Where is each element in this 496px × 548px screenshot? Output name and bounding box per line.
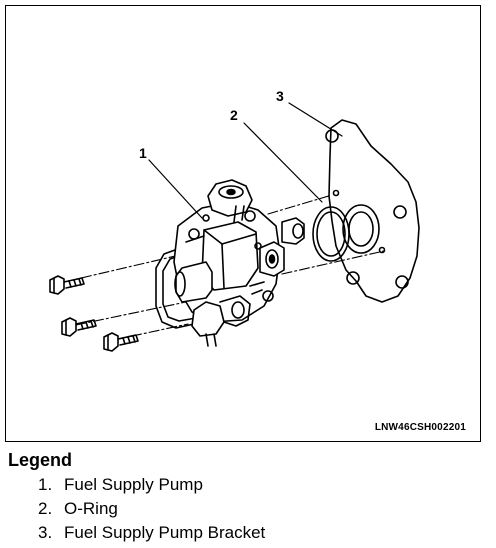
legend-list: 1. Fuel Supply Pump 2. O-Ring 3. Fuel Suppl… xyxy=(38,474,265,546)
alignment-line-bracket-bottom xyxy=(281,250,385,275)
fuel-supply-pump xyxy=(155,179,305,347)
legend-item: 3. Fuel Supply Pump Bracket xyxy=(38,522,265,546)
exploded-diagram: 1 2 3 xyxy=(49,88,420,352)
legend-item-number: 2. xyxy=(38,499,53,518)
callout-3: 3 xyxy=(276,88,284,104)
callout-3-leader xyxy=(288,102,343,137)
legend-item: 1. Fuel Supply Pump xyxy=(38,474,265,498)
bolt-top xyxy=(49,275,85,295)
figure-code: LNW46CSH002201 xyxy=(374,422,466,433)
legend-item-number: 1. xyxy=(38,475,53,494)
callout-2-leader xyxy=(243,122,323,203)
legend-item-label: O-Ring xyxy=(64,499,118,518)
legend-item-number: 3. xyxy=(38,523,53,542)
alignment-line-bracket-top xyxy=(267,194,333,215)
bolt-bottom xyxy=(103,332,139,352)
alignment-line-top xyxy=(63,253,185,283)
legend-item-label: Fuel Supply Pump Bracket xyxy=(64,523,266,542)
legend-item-label: Fuel Supply Pump xyxy=(64,475,203,494)
fuel-supply-pump-bracket xyxy=(325,119,420,303)
legend-item: 2. O-Ring xyxy=(38,498,265,522)
legend-title: Legend xyxy=(8,450,73,470)
figure-frame: 1 2 3 LNW46CSH002201 xyxy=(5,5,481,442)
callout-1: 1 xyxy=(139,145,147,161)
callout-2: 2 xyxy=(230,107,238,123)
o-ring xyxy=(312,206,350,262)
alignment-line-middle xyxy=(75,301,187,326)
bolt-middle xyxy=(61,317,97,337)
callout-1-leader xyxy=(148,159,203,219)
